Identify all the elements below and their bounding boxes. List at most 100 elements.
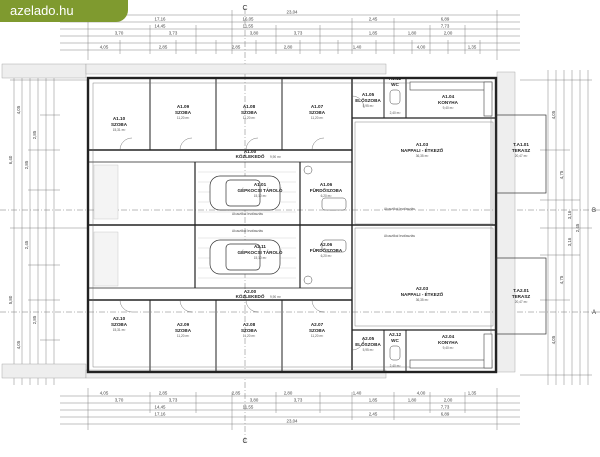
terraces [495, 114, 547, 335]
dim-bot-r4-1: 17,16 [155, 412, 167, 417]
dim-left-5: 5,80 [8, 295, 13, 304]
left-dimension-chains [10, 70, 88, 385]
dim-top-r5-7: 1,35 [468, 45, 477, 50]
acoustic-notes: Akusztikai leválasztás Akusztikai levála… [232, 207, 415, 238]
room-name-a2-03: NAPPALI - ÉTKEZŐ [401, 290, 444, 297]
dim-bot-r2-3: 3,80 [250, 398, 259, 403]
room-area-a1-05: 5,95 m² [363, 104, 374, 108]
room-code-a1-06: A1.06 [320, 182, 333, 187]
dim-bot-r3-1: 14,45 [155, 405, 167, 410]
room-code-a2-03: A2.03 [416, 286, 429, 291]
dim-right-6: 4,75 [559, 275, 564, 284]
building-walls [86, 76, 498, 374]
top-dimension-labels: 23,04 17,16 16,05 2,45 6,89 14,45 11,55 … [100, 10, 477, 50]
room-labels: A1.10 SZOBA 15,31 m² A1.09 SZOBA 11,20 m… [111, 76, 530, 368]
dim-top-r3-2: 11,55 [243, 24, 254, 29]
room-code-a2-12: A2.12 [389, 332, 402, 337]
bathroom-fixtures [303, 89, 401, 361]
dim-top-r3-1: 14,45 [155, 24, 167, 29]
room-name-a2-04: KONYHA [438, 340, 459, 345]
dim-bot-r4-2: 2,45 [369, 412, 378, 417]
note-acoustic-4: Akusztikai leválasztás [384, 234, 415, 238]
dim-top-r2-4: 6,89 [441, 17, 450, 22]
room-area-ta1-01: 20,47 m² [515, 154, 528, 158]
dim-top-r5-3: 2,85 [232, 45, 241, 50]
dim-right-1: 4,05 [551, 110, 556, 119]
dim-top-r4-4: 3,73 [294, 31, 303, 36]
room-name-a2-12: WC [391, 338, 399, 343]
dim-top-r4-2: 3,73 [169, 31, 178, 36]
room-area-a1-04: 9,40 m² [443, 106, 454, 110]
dim-top-r4-1: 3,70 [115, 31, 124, 36]
dim-top-r5-5: 1,40 [353, 45, 362, 50]
room-name-a2-10: SZOBA [111, 322, 128, 327]
dim-top-r5-1: 4,05 [100, 45, 109, 50]
room-area-a1-10: 15,31 m² [113, 128, 126, 132]
room-area-ta2-01: 20,47 m² [515, 300, 528, 304]
dim-bot-r2-5: 1,85 [369, 398, 378, 403]
room-name-a2-08: SZOBA [241, 328, 258, 333]
room-area-a2-05: 5,95 m² [363, 348, 374, 352]
room-name-a1-03: NAPPALI - ÉTKEZŐ [401, 146, 444, 153]
dim-bot-r2-7: 2,00 [444, 398, 453, 403]
room-area-a2-06: 6,20 m² [321, 254, 332, 258]
room-name-a2-00: KÖZLEKEDŐ [236, 293, 265, 299]
dim-bot-r1-5: 1,40 [353, 391, 362, 396]
dim-bot-r4-3: 6,89 [441, 412, 450, 417]
room-name-a2-06: FÜRDŐSZOBA [310, 247, 343, 253]
room-area-a1-00: 9,90 m² [270, 155, 281, 159]
room-name-a2-07: SZOBA [309, 328, 326, 333]
note-acoustic-2: Akusztikai leválasztás [232, 229, 263, 233]
room-name-a1-12: WC [391, 82, 399, 87]
room-code-a2-07: A2.07 [311, 322, 324, 327]
dim-bot-r1-7: 1,35 [468, 391, 477, 396]
room-code-a2-00: A2.00 [244, 289, 257, 294]
room-code-a1-08: A1.08 [243, 104, 256, 109]
room-area-a1-12: 2,40 m² [390, 111, 401, 115]
dim-top-r2-2: 16,05 [243, 17, 255, 22]
left-dimension-labels: 4,05 2,85 2,85 6,40 5,80 2,45 2,85 4,05 [8, 105, 37, 349]
room-code-a1-09: A1.09 [177, 104, 190, 109]
room-area-a1-07: 11,20 m² [311, 116, 323, 120]
room-name-a1-01: GÉPKOCSI TÁROLÓ [238, 186, 283, 193]
section-mark-b: B [592, 208, 596, 214]
dim-top-r5-6: 4,00 [417, 45, 426, 50]
dim-bot-r1-6: 4,00 [417, 391, 426, 396]
room-code-a2-09: A2.09 [177, 322, 190, 327]
dim-top-r4-6: 1,80 [408, 31, 417, 36]
site-edge [1, 63, 516, 379]
room-area-a2-04: 9,40 m² [443, 346, 454, 350]
dim-left-7: 2,85 [32, 315, 37, 324]
room-code-ta1-01: T.A1.01 [513, 142, 529, 147]
dim-top-r5-4: 2,80 [284, 45, 293, 50]
room-name-a1-08: SZOBA [241, 110, 258, 115]
bottom-dimension-labels: 4,05 2,85 2,85 2,80 1,40 4,00 1,35 3,70 … [100, 391, 477, 424]
dim-bot-r2-2: 3,73 [169, 398, 178, 403]
room-area-a1-06: 6,20 m² [321, 194, 332, 198]
dim-top-r3-3: 7,73 [441, 24, 450, 29]
room-name-a1-00: KÖZLEKEDŐ [236, 153, 265, 159]
room-code-a2-11: A2.11 [254, 244, 266, 249]
room-area-a2-10: 15,31 m² [113, 328, 126, 332]
section-mark-c-top: C [242, 5, 247, 12]
room-code-a2-05: A2.05 [362, 336, 375, 341]
room-name-a2-09: SZOBA [175, 328, 192, 333]
room-area-a2-11: 15,10 m² [254, 256, 267, 260]
dim-left-4: 6,40 [8, 155, 13, 164]
room-code-a2-06: A2.06 [320, 242, 333, 247]
top-dimension-chains [60, 10, 520, 60]
dim-bot-r1-1: 4,05 [100, 391, 109, 396]
site-watermark: azelado.hu [0, 0, 128, 22]
room-area-a2-03: 36,35 m² [416, 298, 429, 302]
room-name-a2-11: GÉPKOCSI TÁROLÓ [238, 248, 283, 255]
room-code-a1-00: A1.00 [244, 149, 257, 154]
room-name-a1-10: SZOBA [111, 122, 128, 127]
dim-left-2: 2,85 [24, 160, 29, 169]
dim-left-1: 4,05 [16, 105, 21, 114]
room-area-a2-09: 11,20 m² [177, 334, 189, 338]
note-acoustic-1: Akusztikai leválasztás [232, 212, 263, 216]
room-code-a1-01: A1.01 [254, 182, 267, 187]
room-name-a1-06: FÜRDŐSZOBA [310, 187, 343, 193]
